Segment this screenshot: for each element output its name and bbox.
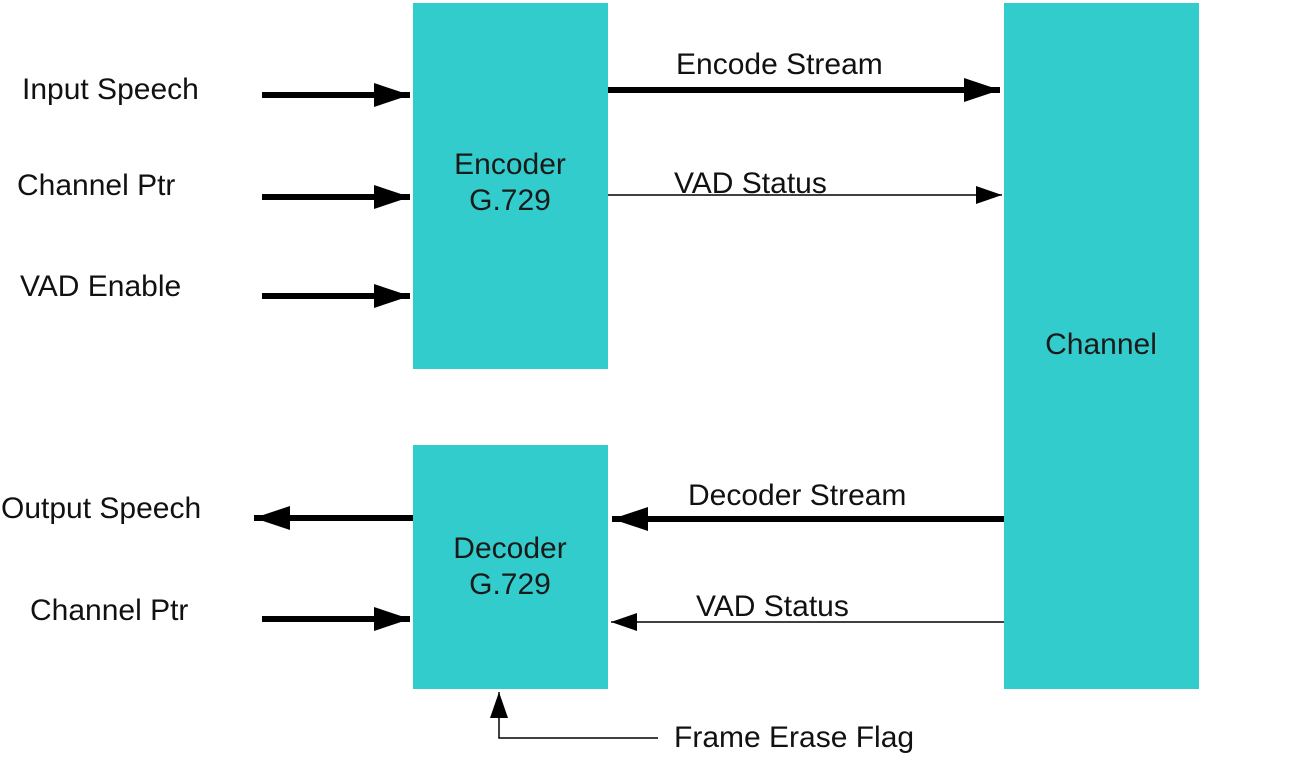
encoder-label-line2: G.729 [469, 184, 551, 217]
encode-stream-label: Encode Stream [676, 48, 883, 81]
decoder-label-line1: Decoder [453, 532, 566, 565]
encoder-label-line1: Encoder [454, 148, 566, 181]
vad-enable-label: VAD Enable [20, 270, 181, 303]
channel-block [1004, 3, 1199, 689]
decoder-label-line2: G.729 [469, 568, 551, 601]
decoder-stream-label: Decoder Stream [688, 479, 906, 512]
channel-label: Channel [1045, 328, 1157, 361]
decoder-channel-ptr-label: Channel Ptr [30, 594, 188, 627]
frame-erase-flag-arrow [490, 692, 658, 739]
encoder-vad-status-label: VAD Status [674, 167, 827, 200]
encoder-channel-ptr-label: Channel Ptr [17, 169, 175, 202]
input-speech-label: Input Speech [22, 73, 199, 106]
output-speech-label: Output Speech [1, 492, 201, 525]
encoder-block [413, 3, 608, 369]
decoder-vad-status-label: VAD Status [696, 590, 849, 623]
frame-erase-flag-label: Frame Erase Flag [674, 721, 914, 754]
decoder-block [413, 445, 608, 689]
